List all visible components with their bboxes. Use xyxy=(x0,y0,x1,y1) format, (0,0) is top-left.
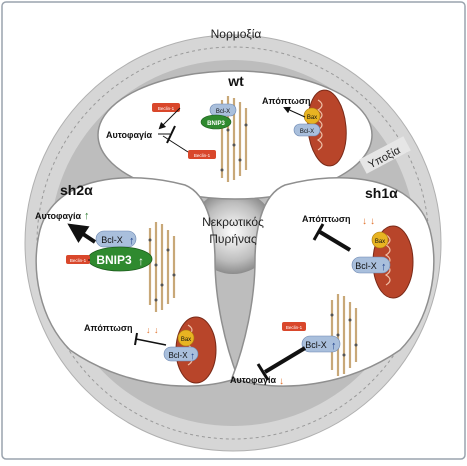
wt-beclin-top xyxy=(152,103,180,112)
wt-bnip3-label: BNIP3 xyxy=(207,121,225,127)
sh1a-apoptosis-down-arrow-1: ↓ xyxy=(362,216,367,227)
sh2a-apoptosis-inhibit-bar xyxy=(134,332,138,346)
sh2a-apoptosis-inhibit-line xyxy=(135,338,167,346)
sh1a-bclx-up-arrow: ↑ xyxy=(331,340,337,352)
wt-beclin-bottom xyxy=(188,150,216,159)
wt-panel: Beclin-1 Bcl-X BNIP3 Αυτοφαγία Beclin-1 … xyxy=(106,89,347,182)
necrotic-core-label-2: Πυρήνας xyxy=(209,232,257,246)
sh1a-apoptosis-down-arrow-2: ↓ xyxy=(370,216,375,227)
sh1a-apoptosis-inhibit-bar xyxy=(312,223,325,241)
sh2a-bnip3-label: BNIP3 xyxy=(96,253,132,267)
sh2a-bclx-mito xyxy=(163,346,199,362)
hypoxia-label-bg xyxy=(359,136,411,174)
wt-mito-cristae xyxy=(316,99,323,151)
sh1a-autophagy: Αυτοφαγία xyxy=(230,375,276,385)
wt-autophagy: Αυτοφαγία xyxy=(106,130,152,140)
necrotic-core-label-1: Νεκρωτικός xyxy=(202,215,264,229)
sh2a-er-dots xyxy=(148,238,176,302)
sh1a-beclin xyxy=(282,322,306,331)
sh1a-er-dots xyxy=(330,313,358,357)
wt-bclx-label: Bcl-X xyxy=(216,109,230,115)
sh2a-bclx-mito-label: Bcl-X xyxy=(168,351,188,360)
wt-beclin-top-label: Beclin-1 xyxy=(158,106,175,111)
sh1a-beclin-label: Beclin-1 xyxy=(286,325,303,330)
wt-bnip3 xyxy=(200,114,232,130)
sh2a-autophagy-up-arrow: ↑ xyxy=(84,210,90,222)
sh2a-apoptosis-small-arrow: ↓ xyxy=(146,325,151,335)
wt-inhibition-bar xyxy=(166,125,176,144)
sh2a-to-autophagy-arrow xyxy=(67,223,97,244)
sh1a-apoptosis: Απόπτωση xyxy=(302,214,351,224)
sh1a-bclx-mito-up-arrow: ↑ xyxy=(381,261,387,273)
sh1a-bax-label: Bax xyxy=(375,239,385,245)
normoxia-label: Νορμοξία xyxy=(211,27,262,41)
sh1a-bclx-mito-label: Bcl-X xyxy=(355,261,377,271)
sh1a-bclx-label: Bcl-X xyxy=(305,340,327,350)
sh1a-autophagy-inhibit-bar xyxy=(256,363,270,381)
sh1a-title: sh1α xyxy=(365,185,398,201)
sh2a-beclin-label: Beclin-1 xyxy=(70,258,87,263)
sh2a-apoptosis-down-arrow: ↓ xyxy=(154,325,159,335)
wt-bclx-mito-label: Bcl-X xyxy=(300,129,314,135)
sh1a-bclx xyxy=(301,335,341,353)
sh1a-panel: Απόπτωση ↓ ↓ Bax Bcl-X ↑ Beclin-1 Bcl-X … xyxy=(230,214,414,387)
sh2a-title: sh2α xyxy=(60,182,93,198)
wt-beclin-bottom-line xyxy=(162,135,189,153)
wt-apoptosis: Απόπτωση xyxy=(262,96,311,106)
sh1a-autophagy-down-arrow: ↓ xyxy=(279,376,284,387)
wt-bax-to-apoptosis-arrow xyxy=(283,106,306,118)
wt-title: wt xyxy=(227,73,244,89)
sh2a-apoptosis: Απόπτωση xyxy=(84,323,133,333)
sh2a-bclx-label: Bcl-X xyxy=(101,235,123,245)
sh2a-panel: Αυτοφαγία ↑ Bcl-X ↑ BNIP3 ↑ Beclin-1 Από… xyxy=(35,210,217,384)
wt-beclin-bottom-label: Beclin-1 xyxy=(194,153,211,158)
sh2a-autophagy: Αυτοφαγία xyxy=(35,211,81,221)
sh2a-bclx-mito-up-arrow: ↑ xyxy=(190,351,195,362)
sh1a-bclx-mito xyxy=(351,256,391,274)
sh2a-bax-label: Bax xyxy=(181,337,191,343)
sh1a-apoptosis-inhibit-line xyxy=(318,230,352,252)
sh2a-bclx-up-arrow: ↑ xyxy=(129,235,135,247)
sh2a-bax xyxy=(177,329,195,347)
sh2a-bnip3-up-arrow: ↑ xyxy=(138,254,144,268)
wt-bclx-mito xyxy=(293,123,321,137)
sh1a-autophagy-inhibit-line xyxy=(263,346,307,374)
sh1a-bax xyxy=(371,231,389,249)
sh2a-beclin xyxy=(66,255,90,264)
wt-bax-label: Bax xyxy=(307,115,317,121)
wt-beclin-to-autophagy-arrow xyxy=(158,107,181,130)
